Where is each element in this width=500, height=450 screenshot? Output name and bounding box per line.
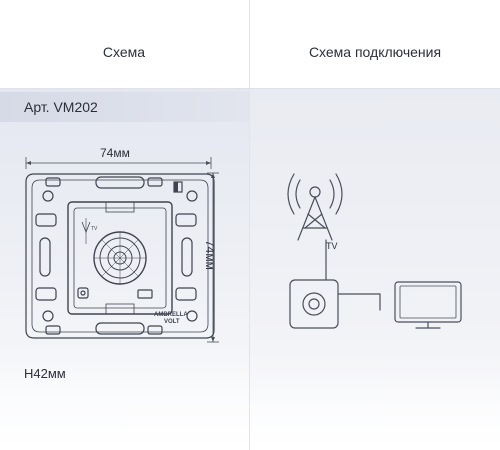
brand-mark-line2: VOLT bbox=[164, 319, 180, 325]
brand-mark-line1: AMBRELLA bbox=[154, 312, 188, 318]
article-banner bbox=[0, 92, 249, 122]
height-dimension-line bbox=[207, 172, 219, 343]
header-bar bbox=[0, 0, 500, 89]
connection-panel bbox=[250, 89, 500, 409]
connection-diagram bbox=[287, 173, 462, 329]
article-number: Арт. VM202 bbox=[24, 99, 98, 115]
tv-signal-label: TV bbox=[326, 241, 338, 251]
width-dimension-line bbox=[25, 157, 212, 169]
width-label: 74мм bbox=[100, 146, 130, 160]
column-divider bbox=[249, 0, 250, 450]
depth-label: H42мм bbox=[24, 366, 66, 381]
tv-socket-drawing bbox=[25, 173, 215, 339]
tab-scheme[interactable]: Схема bbox=[102, 44, 146, 60]
tab-connection-scheme[interactable]: Схема подключения bbox=[308, 44, 442, 60]
socket-tv-mark: TV bbox=[91, 226, 98, 232]
